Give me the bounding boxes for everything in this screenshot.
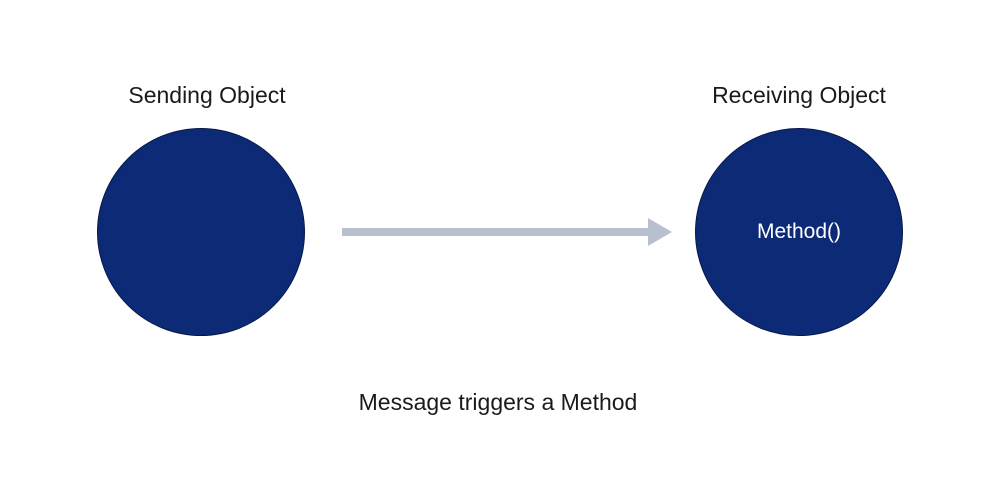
receiving-object-label: Receiving Object [712,82,886,108]
message-arrow-shaft [342,228,648,236]
message-arrow-head [648,218,672,246]
receiving-object-node: Method() [695,128,903,336]
method-label: Method() [756,220,842,243]
sending-object-node [97,128,305,336]
sending-object-label: Sending Object [128,82,286,108]
message-arrow [342,218,672,246]
diagram-caption: Message triggers a Method [358,389,638,415]
